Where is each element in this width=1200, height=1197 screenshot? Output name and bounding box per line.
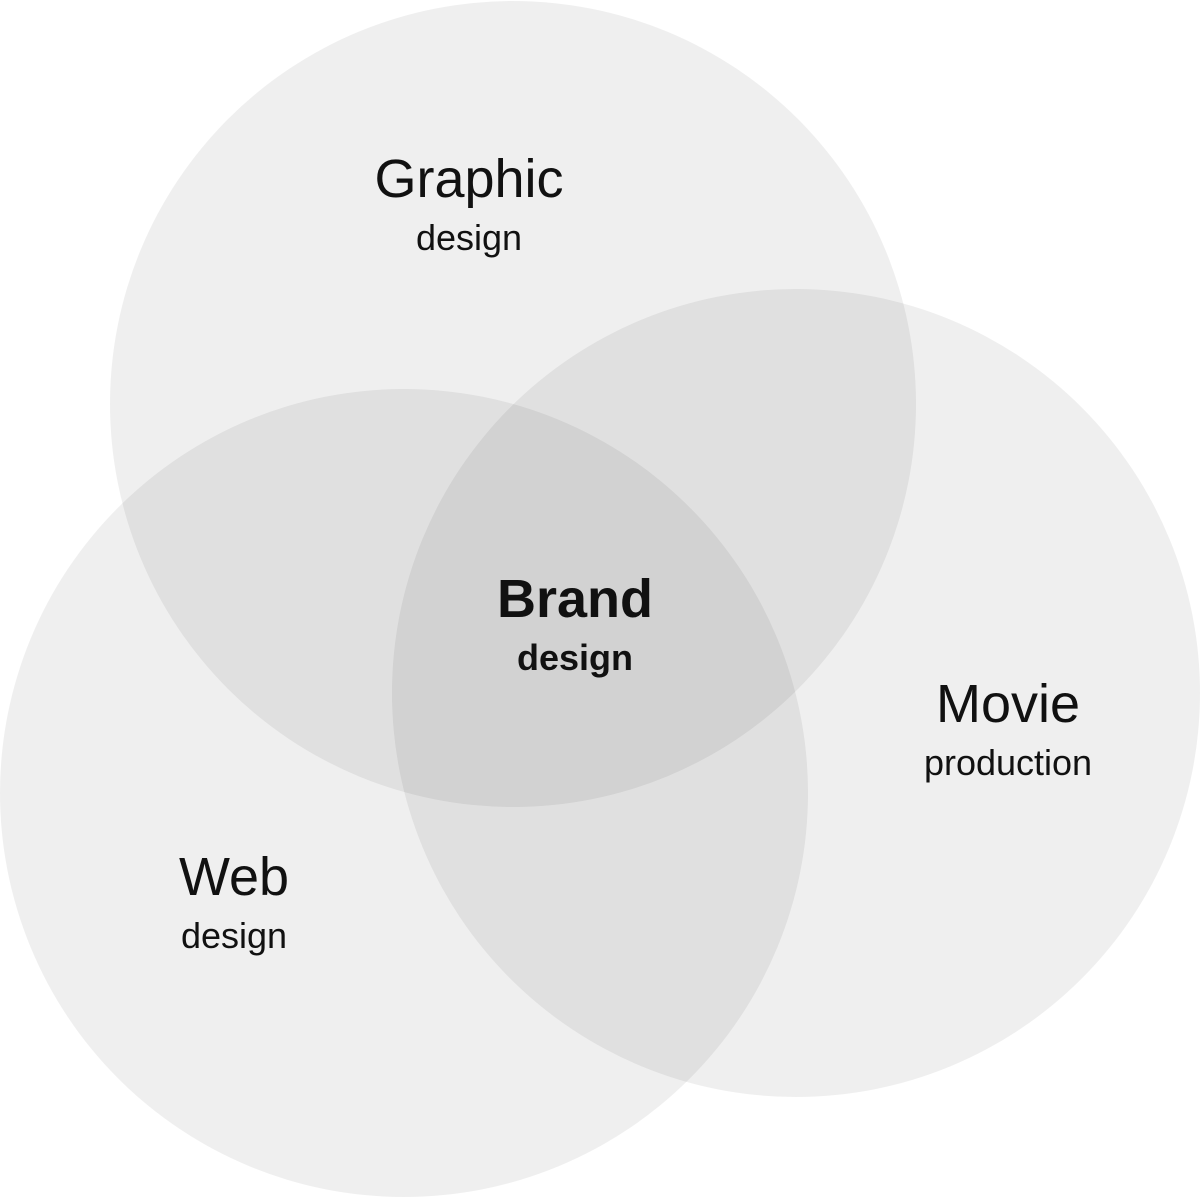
brand-title: Brand: [496, 569, 654, 629]
movie-subtitle: production: [923, 742, 1093, 783]
web-title: Web: [178, 847, 290, 907]
label-brand: Brand design: [497, 572, 653, 676]
label-movie: Movie production: [924, 677, 1092, 781]
label-web: Web design: [179, 850, 289, 954]
graphic-title: Graphic: [374, 149, 564, 209]
circle-graphic-design: [110, 1, 916, 807]
brand-subtitle: design: [516, 637, 634, 678]
label-graphic: Graphic design: [374, 152, 563, 256]
movie-title: Movie: [935, 674, 1081, 734]
graphic-subtitle: design: [415, 217, 523, 258]
web-subtitle: design: [180, 915, 288, 956]
circle-movie-production: [392, 289, 1200, 1097]
circle-web-design: [0, 389, 808, 1197]
